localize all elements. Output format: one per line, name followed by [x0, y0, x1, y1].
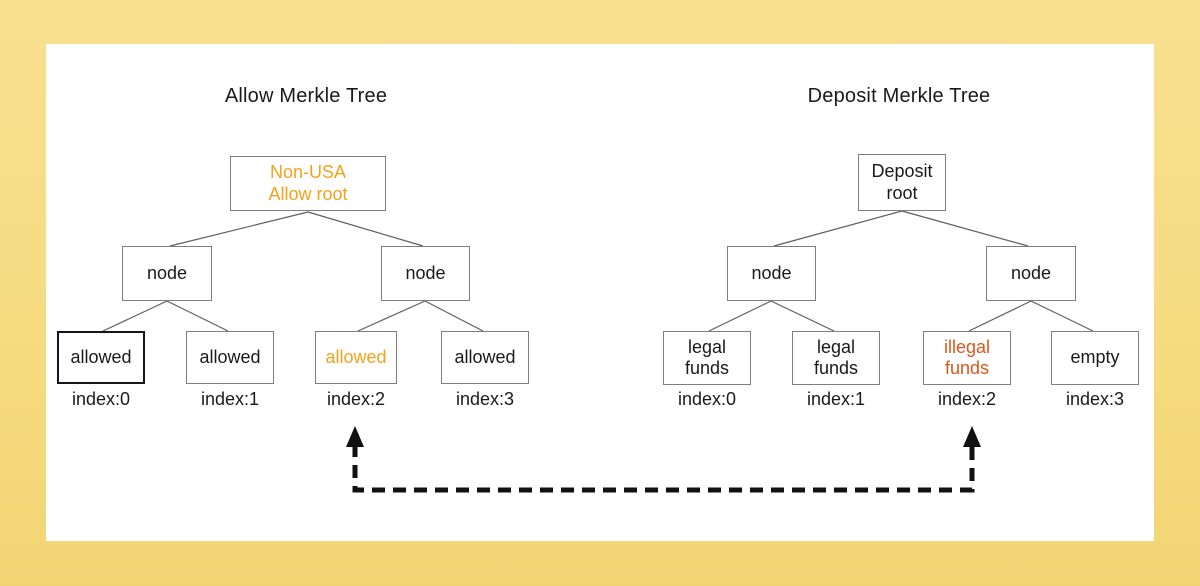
deposit-tree-title: Deposit Merkle Tree	[807, 85, 991, 107]
deposit-index-label-2: index:2	[937, 389, 997, 409]
deposit-root-line2: root	[886, 182, 918, 203]
allow-index-label-2: index:2	[326, 389, 386, 409]
deposit-root-box: Deposit root	[858, 154, 946, 211]
deposit-node-box-0: node	[727, 246, 816, 301]
allow-tree-title: Allow Merkle Tree	[224, 85, 388, 107]
allow-index-label-3: index:3	[455, 389, 515, 409]
allow-leaf-box-3: allowed	[441, 331, 529, 384]
deposit-index-label-0: index:0	[677, 389, 737, 409]
allow-index-label-1: index:1	[200, 389, 260, 409]
deposit-leaf-box-0: legal funds	[663, 331, 751, 385]
deposit-leaf-box-1: legal funds	[792, 331, 880, 385]
deposit-index-label-1: index:1	[806, 389, 866, 409]
deposit-node-box-1: node	[986, 246, 1076, 301]
allow-root-line1: Non-USA	[269, 162, 347, 183]
allow-node-box-0: node	[122, 246, 212, 301]
allow-leaf-box-2: allowed	[315, 331, 397, 384]
allow-root-line2: Allow root	[268, 183, 348, 204]
allow-root-box: Non-USA Allow root	[230, 156, 386, 211]
allow-node-box-1: node	[381, 246, 470, 301]
allow-leaf-box-0: allowed	[57, 331, 145, 384]
deposit-leaf-box-3: empty	[1051, 331, 1139, 385]
allow-leaf-box-1: allowed	[186, 331, 274, 384]
deposit-index-label-3: index:3	[1065, 389, 1125, 409]
allow-index-label-0: index:0	[71, 389, 131, 409]
deposit-leaf-box-2: illegal funds	[923, 331, 1011, 385]
deposit-root-line1: Deposit	[871, 161, 933, 182]
